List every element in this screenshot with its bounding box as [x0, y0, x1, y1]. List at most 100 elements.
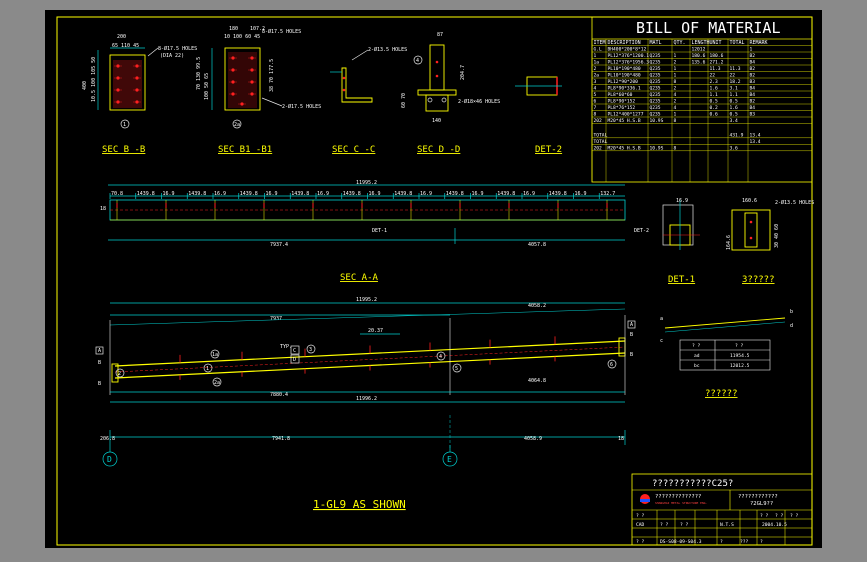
bom-cell: 180.6 — [710, 53, 724, 59]
holes-note-b1: 2-Ø17.5 HOLES — [282, 103, 321, 110]
bom-cell: 8 — [674, 145, 677, 151]
holes-note-d: 2-Ø18×46 HOLES — [458, 98, 500, 105]
bom-header-cell: TOTAL — [730, 40, 745, 46]
svg-text:2a: 2a — [214, 380, 220, 386]
bom-cell: 22 — [710, 73, 716, 79]
detail-2-top: DET-2 — [515, 76, 562, 155]
title-cell: 2004.10.5 — [762, 522, 787, 528]
bom-cell: 3.1 — [730, 86, 739, 92]
svg-text:2a: 2a — [234, 122, 240, 128]
bom-cell: 0.5 — [730, 112, 739, 118]
cad-label: CAD — [636, 522, 645, 528]
bom-cell: 1 — [594, 53, 597, 59]
label-length-table: ?????? — [705, 389, 738, 399]
bom-cell: G.L — [594, 47, 603, 53]
bom-cell: 10.9S — [650, 118, 664, 124]
holes-note-c: 2-Ø13.5 HOLES — [368, 46, 407, 53]
svg-text:204.7: 204.7 — [460, 65, 466, 80]
bom-cell: 3 — [594, 79, 597, 85]
bom-cell: 202 — [594, 145, 603, 151]
bom-cell: 202 — [594, 118, 603, 124]
svg-text:3: 3 — [309, 347, 312, 353]
drawing-area[interactable] — [45, 10, 822, 548]
bom-cell: TOTAL — [594, 139, 608, 145]
svg-text:60 70: 60 70 — [401, 93, 407, 108]
view-3: 160.6 2-Ø13.5 HOLES 164.6 30 40 60 3????… — [726, 198, 814, 285]
svg-text:C: C — [293, 348, 296, 354]
svg-text:180: 180 — [229, 26, 238, 32]
det-2-ref: DET-2 — [634, 228, 649, 234]
label-sec-d-d: SEC D -D — [417, 145, 460, 155]
bom-cell: 8 — [674, 79, 677, 85]
svg-text:1a: 1a — [212, 352, 218, 358]
bom-cell: PL10*190*480 — [608, 73, 641, 79]
bom-cell: 2.3 — [710, 79, 719, 85]
segment-dim: 16.9 — [163, 191, 175, 197]
svg-text:70 130 99.5: 70 130 99.5 — [196, 57, 202, 90]
svg-text:a: a — [660, 316, 663, 322]
svg-text:D: D — [293, 357, 296, 363]
svg-text:D: D — [107, 455, 112, 464]
length-table: ? ? ? ? ad 11954.5 bc 12012.5 ?????? — [679, 339, 771, 399]
title-cell: ? — [720, 539, 723, 545]
svg-text:65 110 45: 65 110 45 — [112, 43, 139, 49]
svg-text:206.8: 206.8 — [100, 436, 115, 442]
label-det-2: DET-2 — [535, 145, 562, 155]
drawing-name: ???????????? — [738, 494, 778, 500]
svg-text:4058.2: 4058.2 — [528, 303, 546, 309]
bom-cell: 1.1 — [730, 92, 739, 98]
bom-cell: 2 — [674, 60, 677, 66]
svg-text:164.6: 164.6 — [726, 235, 732, 250]
grid-axis-e — [442, 451, 458, 467]
bom-cell: 2 — [674, 99, 677, 105]
bom-cell: 11.3 — [710, 66, 721, 72]
bom-cell: B4 — [750, 92, 756, 98]
section-b1-b1: 180 107.2 10 100 60 45 70 130 99.5 100 5… — [196, 26, 321, 155]
segment-dim: 1439.8 — [549, 191, 567, 197]
bom-cell: BH400*200*8*12 — [608, 47, 647, 53]
svg-text:11954.5: 11954.5 — [730, 353, 750, 359]
svg-text:ad: ad — [694, 353, 700, 359]
label-det-1: DET-1 — [668, 275, 695, 285]
bom-cell: 135.6 — [692, 60, 706, 66]
bom-cell: PL12*376*1956.3 — [608, 60, 650, 66]
bom-cell: B2 — [750, 53, 756, 59]
slope-sketch: a b c d — [660, 309, 793, 344]
svg-text:4057.8: 4057.8 — [528, 242, 546, 248]
bom-cell: Q235 — [650, 99, 661, 105]
bom-cell: B2 — [750, 73, 756, 79]
bom-cell: B4 — [750, 60, 756, 66]
segment-dim: 16.9 — [575, 191, 587, 197]
bom-header-cell: REMARK — [750, 40, 768, 46]
segment-dim: 1439.8 — [446, 191, 464, 197]
svg-text:A: A — [98, 348, 101, 354]
title-cell: ? ? — [760, 513, 769, 519]
bom-cell: PL8*90*152 — [608, 99, 636, 105]
svg-text:b: b — [790, 309, 793, 315]
svg-text:E: E — [447, 455, 452, 464]
bom-cell: 18.2 — [730, 79, 741, 85]
bom-cell: 0.2 — [710, 105, 719, 111]
bom-cell: 7 — [594, 105, 597, 111]
bom-cell: Q235 — [650, 79, 661, 85]
svg-text:4064.8: 4064.8 — [528, 378, 546, 384]
label-sec-b1-b1: SEC B1 -B1 — [218, 145, 272, 155]
svg-text:7937.4: 7937.4 — [270, 242, 288, 248]
svg-text:140: 140 — [432, 118, 441, 124]
svg-text:A: A — [630, 322, 633, 328]
bom-cell: 1.6 — [730, 105, 739, 111]
bom-cell: 1 — [674, 53, 677, 59]
main-elevation: 11995.2 4058.2 7937 20.37 TYP. C D 3 1a … — [95, 297, 636, 511]
section-c-c: 2-Ø13.5 HOLES SEC C -C — [330, 46, 407, 155]
bom-cell: PL8*90*336.1 — [608, 86, 641, 92]
segment-dim: 16.9 — [420, 191, 432, 197]
segment-dim: 1439.8 — [137, 191, 155, 197]
title-cell: ? ? — [636, 539, 645, 545]
bom-cell: 8 — [594, 112, 597, 118]
bom-cell: 13.4 — [750, 139, 761, 145]
bom-header-cell: UNIT — [710, 40, 722, 46]
company-name: ?????????????? — [655, 494, 701, 500]
bom-cell: TOTAL — [594, 132, 608, 138]
